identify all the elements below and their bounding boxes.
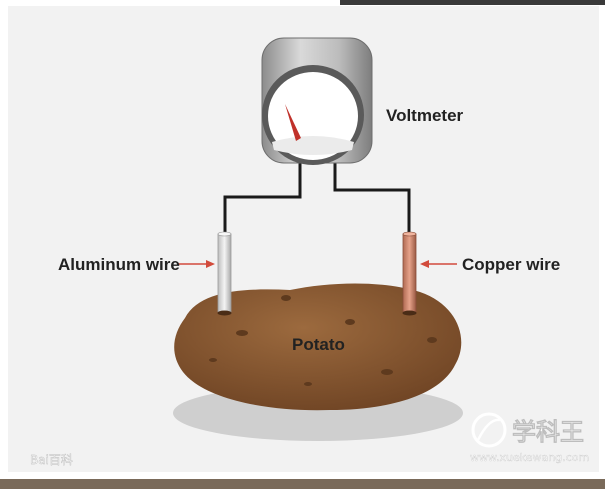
potato — [174, 283, 462, 411]
xuekewang-logo-text: 学科王 — [512, 418, 584, 446]
baidu-watermark: Bai百科 — [30, 453, 73, 467]
aluminum-arrow — [178, 260, 215, 268]
right-wire — [333, 162, 411, 236]
xuekewang-logo: 学科王 www.xuekewang.com — [470, 412, 589, 464]
voltmeter — [261, 37, 373, 165]
bottom-strip — [0, 479, 605, 489]
copper-arrow — [420, 260, 457, 268]
copper-electrode — [402, 231, 417, 316]
potato-spots — [209, 295, 437, 386]
xuekewang-logo-icon — [471, 412, 507, 448]
voltmeter-needle — [285, 104, 301, 141]
voltmeter-dial-base — [272, 136, 354, 155]
aluminum-wire-label: Aluminum wire — [58, 255, 180, 274]
potato-label: Potato — [292, 335, 345, 354]
xuekewang-url: www.xuekewang.com — [470, 451, 589, 464]
voltmeter-label: Voltmeter — [386, 106, 464, 125]
aluminum-electrode — [217, 231, 232, 316]
copper-wire-label: Copper wire — [462, 255, 560, 274]
top-strip — [340, 0, 605, 5]
left-wire — [223, 162, 302, 236]
